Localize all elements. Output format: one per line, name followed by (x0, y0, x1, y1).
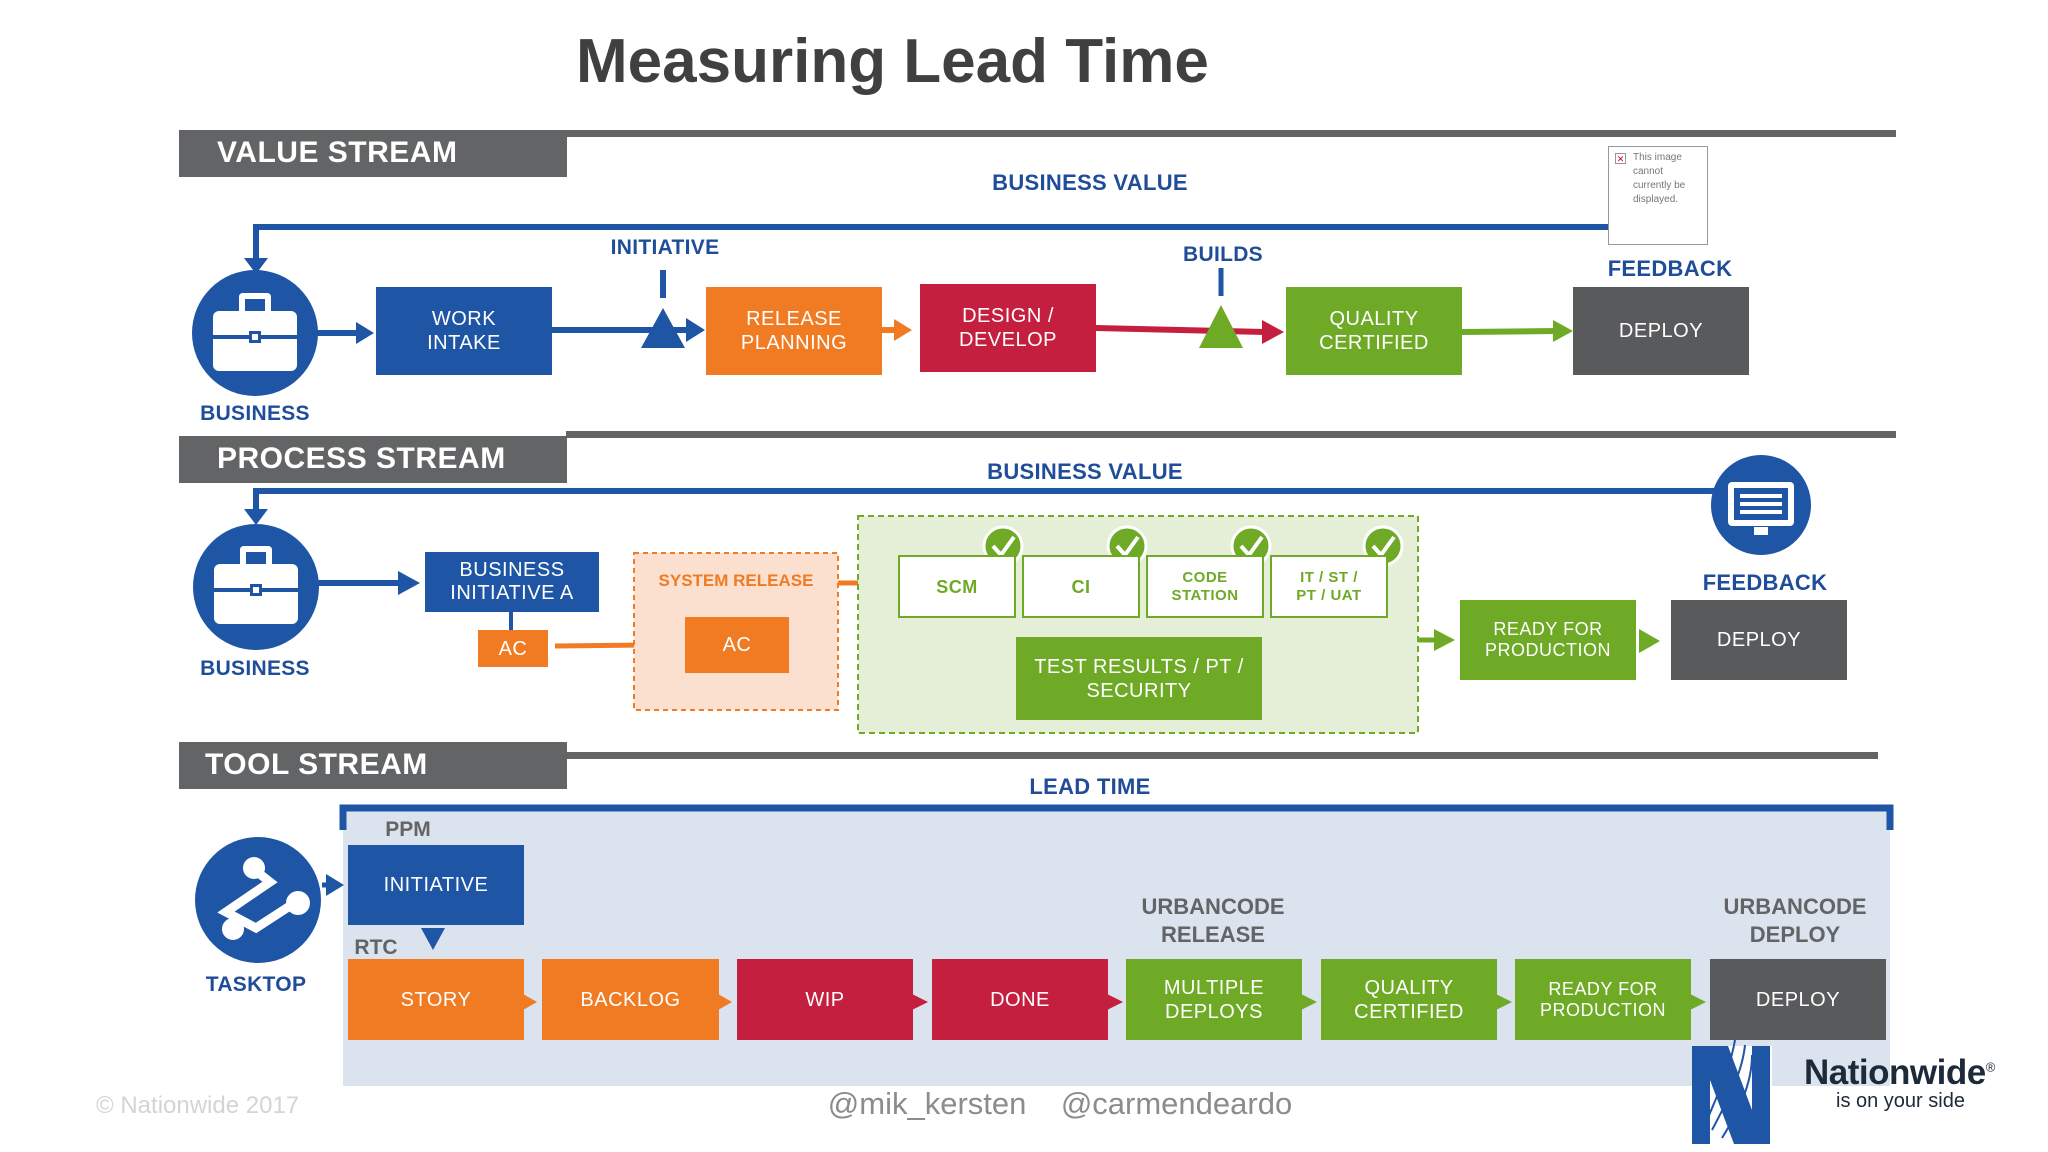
code-station-box: CODE STATION (1146, 555, 1264, 618)
tasktop-label: TASKTOP (205, 973, 307, 996)
backlog-box: BACKLOG (542, 959, 719, 1040)
registered-mark: ® (1985, 1059, 1996, 1075)
nationwide-brand-name: Nationwide® (1804, 1053, 2014, 1097)
builds-marker (1199, 305, 1243, 348)
brand-text: Nationwide (1804, 1053, 1986, 1092)
process-deploy-box: DEPLOY (1671, 600, 1847, 680)
tool-stream-rule (566, 752, 1878, 759)
lead-time-label: LEAD TIME (1029, 774, 1151, 799)
ppm-label: PPM (385, 818, 431, 841)
arrow-quality-deploy (1460, 328, 1557, 335)
value-feedback-line (253, 224, 1663, 262)
value-business-label: BUSINESS (200, 402, 310, 425)
tool-stream-header: TOOL STREAM (179, 742, 567, 789)
work-intake-box: WORK INTAKE (376, 287, 552, 375)
it-st-pt-uat-box: IT / ST / PT / UAT (1270, 555, 1388, 618)
nationwide-eagle-logo (1692, 1039, 1772, 1144)
deploy-box: DEPLOY (1573, 287, 1749, 375)
tool-initiative-box: INITIATIVE (348, 845, 524, 925)
briefcase-icon (214, 546, 298, 626)
value-stream-header: VALUE STREAM (179, 130, 567, 177)
twitter-handles: @mik_kersten @carmendeardo (827, 1086, 1293, 1121)
done-box: DONE (932, 959, 1108, 1040)
monitor-icon (1728, 482, 1794, 535)
value-feedback-label: FEEDBACK (1607, 256, 1733, 281)
initiative-label: INITIATIVE (610, 236, 720, 259)
system-release-label: SYSTEM RELEASE (658, 571, 814, 590)
scm-box: SCM (898, 555, 1016, 618)
multiple-deploys-box: MULTIPLE DEPLOYS (1126, 959, 1302, 1040)
broken-image-icon: ✕ (1615, 153, 1626, 164)
story-box: STORY (348, 959, 524, 1040)
initiative-marker (641, 308, 685, 348)
urbancode-release-label: URBANCODE RELEASE (1141, 894, 1285, 947)
workflow-icon (217, 863, 301, 934)
tool-ready-for-production-box: READY FOR PRODUCTION (1515, 959, 1691, 1040)
process-feedback-label: FEEDBACK (1702, 570, 1828, 595)
value-stream-rule (566, 130, 1896, 137)
process-business-value-label: BUSINESS VALUE (987, 459, 1183, 484)
wip-box: WIP (737, 959, 913, 1040)
builds-label: BUILDS (1183, 243, 1263, 266)
value-feedback-arrowhead (244, 258, 268, 274)
ready-for-production-box: READY FOR PRODUCTION (1460, 600, 1636, 680)
process-stream-header: PROCESS STREAM (179, 436, 567, 483)
initiative-down-arrow (421, 928, 445, 950)
ac-box: AC (685, 617, 789, 673)
tool-deploy-box: DEPLOY (1710, 959, 1886, 1040)
test-results-box: TEST RESULTS / PT / SECURITY (1016, 637, 1262, 720)
rtc-label: RTC (354, 936, 398, 959)
process-feedback-line (253, 488, 1714, 513)
design-develop-box: DESIGN / DEVELOP (920, 284, 1096, 372)
page-title: Measuring Lead Time (576, 27, 1209, 96)
ac-small-box: AC (478, 630, 548, 667)
ci-box: CI (1022, 555, 1140, 618)
release-planning-box: RELEASE PLANNING (706, 287, 882, 375)
briefcase-icon (213, 293, 297, 373)
nationwide-tagline: is on your side (1836, 1090, 1965, 1112)
broken-image-placeholder: ✕ This image cannot currently be display… (1608, 146, 1708, 245)
broken-image-text: This image cannot currently be displayed… (1633, 152, 1686, 205)
process-business-label: BUSINESS (200, 657, 310, 680)
copyright-text: © Nationwide 2017 (96, 1092, 300, 1119)
arrow-design-quality (1094, 325, 1266, 335)
urbancode-deploy-label: URBANCODE DEPLOY (1723, 894, 1867, 947)
process-stream-rule (566, 431, 1896, 438)
value-business-value-label: BUSINESS VALUE (992, 170, 1188, 195)
business-initiative-box: BUSINESS INITIATIVE A (425, 552, 599, 612)
quality-certified-box: QUALITY CERTIFIED (1286, 287, 1462, 375)
tool-quality-certified-box: QUALITY CERTIFIED (1321, 959, 1497, 1040)
